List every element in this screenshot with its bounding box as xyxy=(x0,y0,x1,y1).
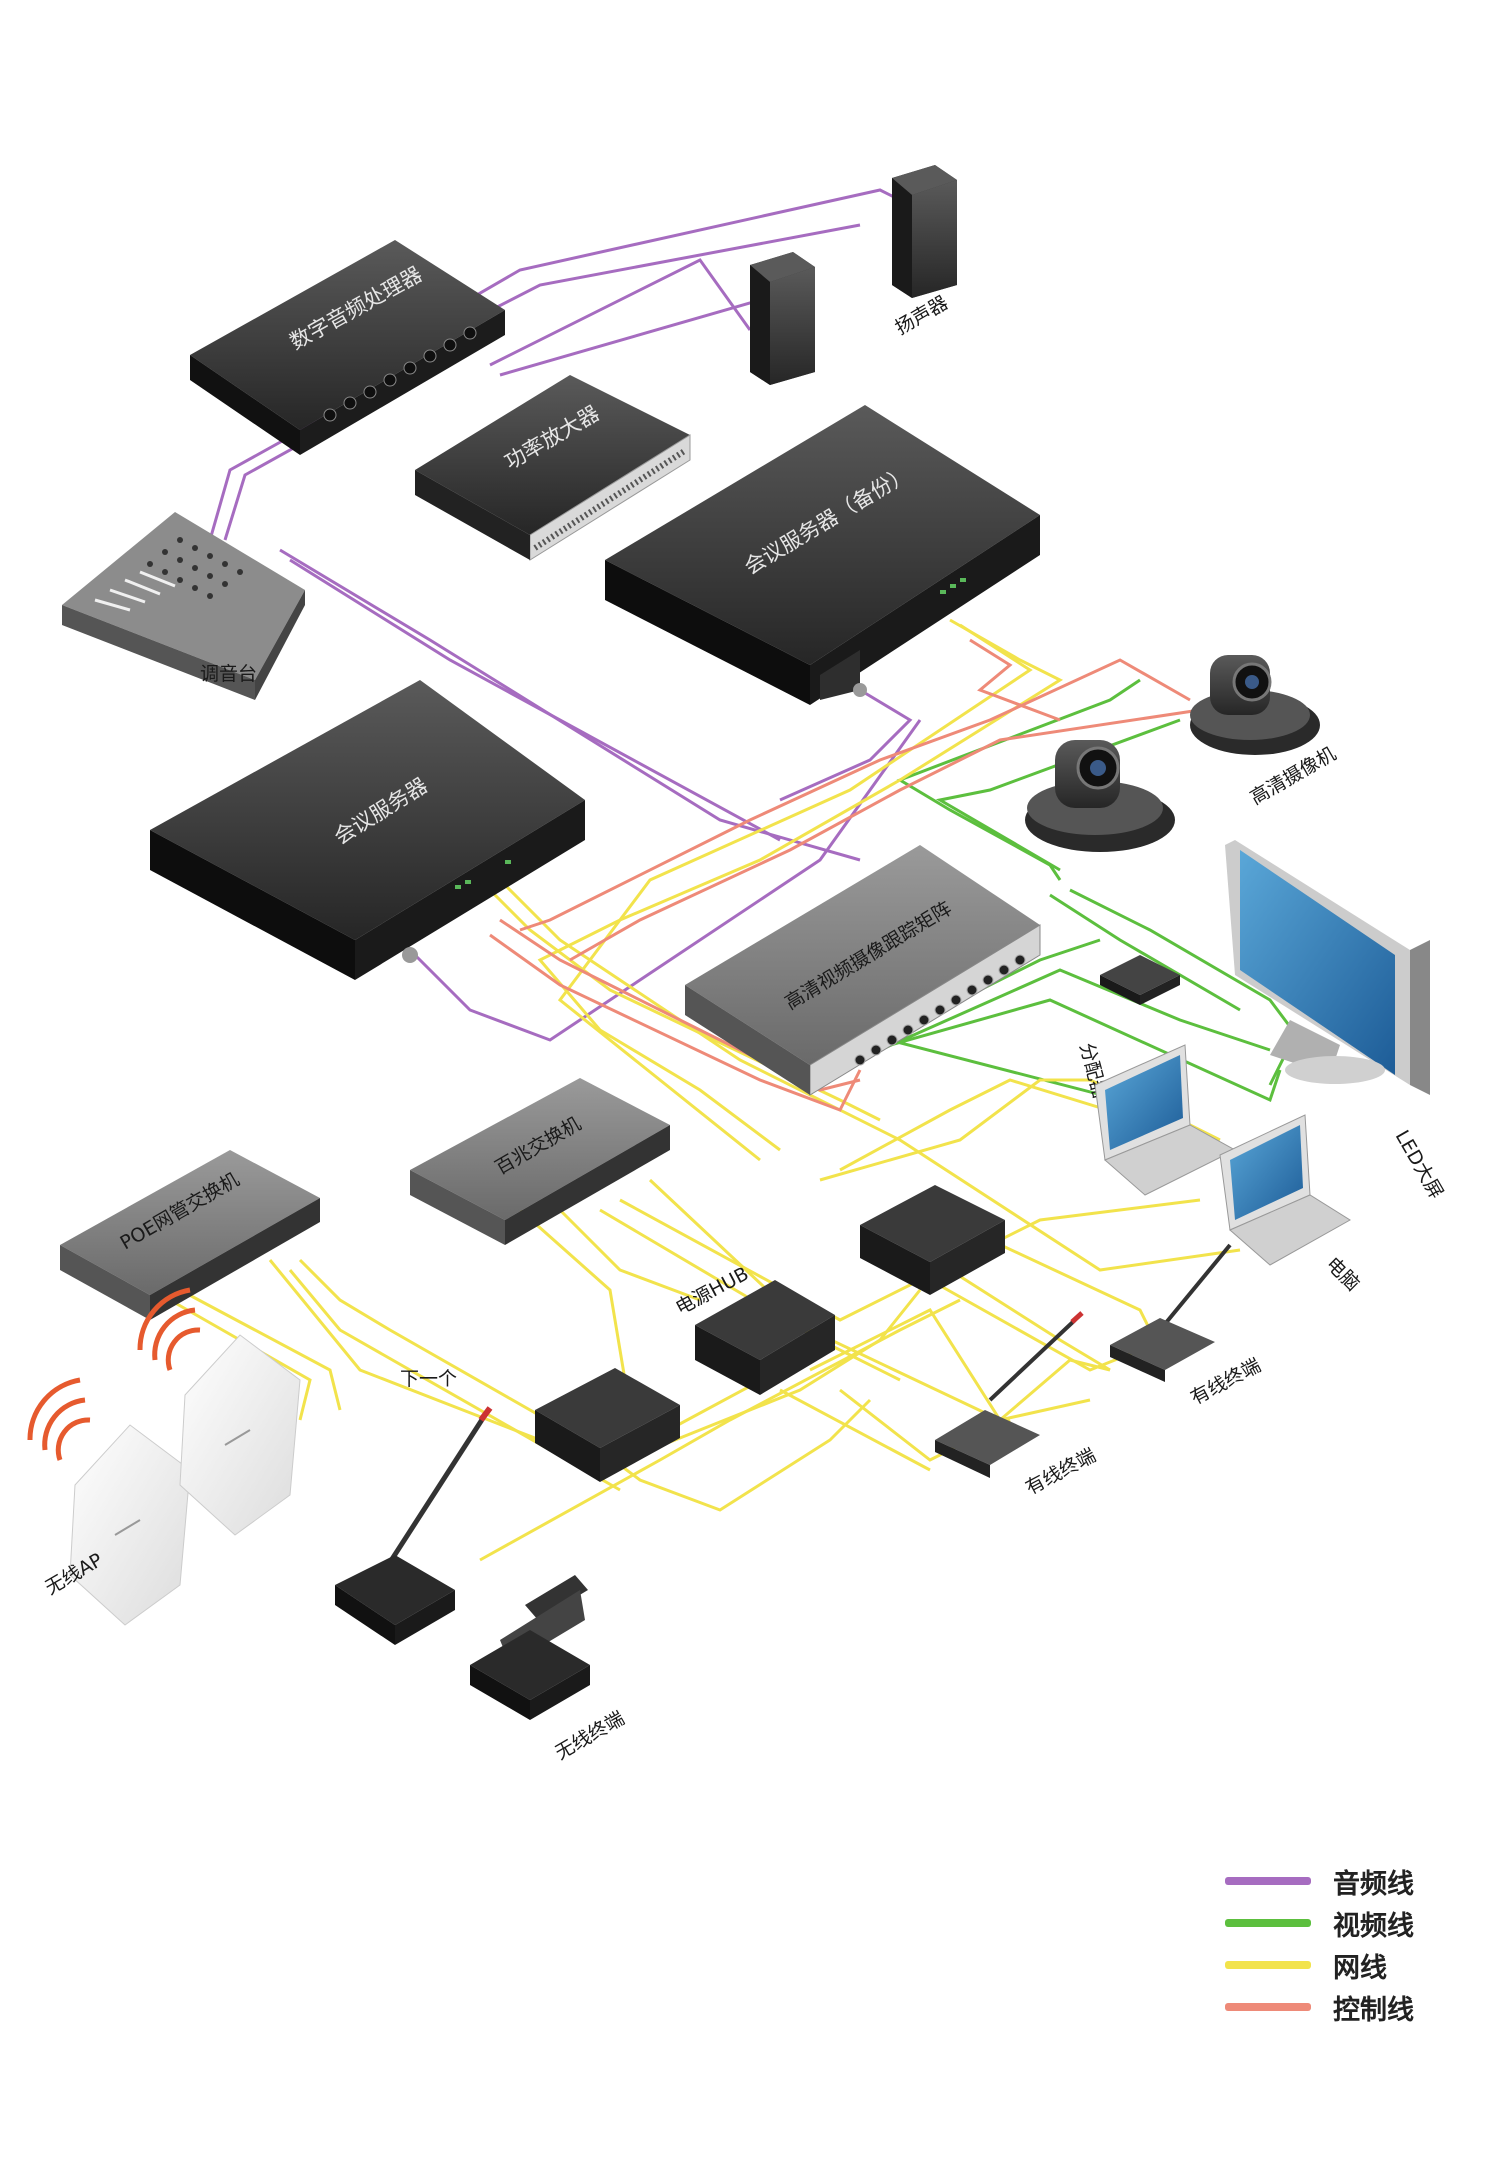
dsp-device xyxy=(190,240,505,455)
poe-switch-device xyxy=(60,1150,320,1320)
legend-swatch-video xyxy=(1225,1919,1311,1927)
server-backup-device xyxy=(605,405,1040,705)
next-label: 下一个 xyxy=(400,1368,457,1390)
legend-swatch-network xyxy=(1225,1961,1311,1969)
legend: 音频线 视频线 网线 控制线 xyxy=(1225,1860,1465,2028)
gigabit-switch-device xyxy=(410,1078,670,1245)
legend-label-control: 控制线 xyxy=(1333,1994,1414,2026)
legend-item-network: 网线 xyxy=(1225,1944,1465,1986)
wireless-ap-1 xyxy=(27,1377,191,1626)
legend-swatch-control xyxy=(1225,2003,1311,2011)
speaker-label: 扬声器 xyxy=(892,292,952,340)
mixer-device xyxy=(62,512,305,700)
legend-item-control: 控制线 xyxy=(1225,1986,1465,2028)
led-label: LED大屏 xyxy=(1391,1127,1448,1203)
wired-terminal-2-label: 有线终端 xyxy=(1187,1354,1264,1409)
speaker-left xyxy=(750,252,815,385)
laptop-2 xyxy=(1219,1114,1351,1266)
wireless-terminal-1-device xyxy=(335,1406,493,1645)
laptop-1 xyxy=(1094,1044,1237,1196)
power-hub-device xyxy=(695,1280,835,1395)
wireless-terminal-2-device xyxy=(470,1575,590,1720)
legend-label-audio: 音频线 xyxy=(1333,1868,1414,1900)
legend-swatch-audio xyxy=(1225,1877,1311,1885)
hub-device-3 xyxy=(535,1368,680,1482)
camera-2 xyxy=(1025,740,1175,852)
hub-device-2 xyxy=(860,1185,1005,1295)
wired-terminal-1-label: 有线终端 xyxy=(1022,1444,1099,1499)
wired-terminal-1-device xyxy=(935,1311,1084,1478)
control-cables xyxy=(489,638,1201,1112)
computer-label: 电脑 xyxy=(1321,1253,1363,1295)
server-device xyxy=(150,680,585,980)
amplifier-device xyxy=(415,375,691,561)
led-screen xyxy=(1225,840,1430,1095)
distributor-device xyxy=(1100,955,1180,1005)
wireless-terminal-label: 无线终端 xyxy=(552,1707,629,1764)
matrix-device xyxy=(685,845,1041,1096)
legend-label-video: 视频线 xyxy=(1333,1910,1414,1942)
mixer-label: 调音台 xyxy=(200,663,257,685)
legend-item-video: 视频线 xyxy=(1225,1902,1465,1944)
speaker-right xyxy=(892,165,957,298)
wired-terminal-2-device xyxy=(1110,1243,1232,1382)
legend-item-audio: 音频线 xyxy=(1225,1860,1465,1902)
wireless-ap-2 xyxy=(137,1287,301,1536)
legend-label-network: 网线 xyxy=(1333,1952,1387,1984)
camera-1 xyxy=(1190,655,1320,755)
